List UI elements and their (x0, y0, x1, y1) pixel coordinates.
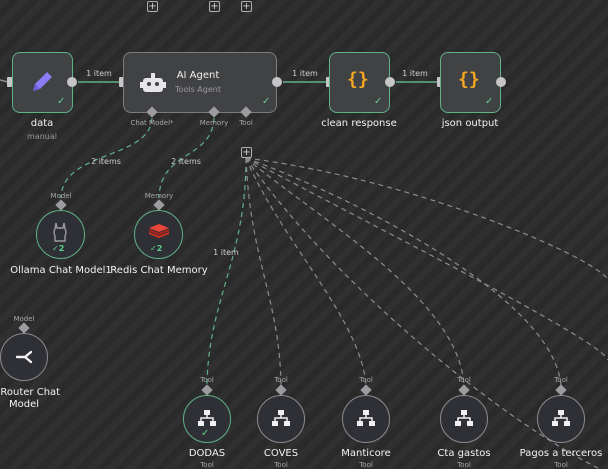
edge-label: 2 items (171, 157, 201, 166)
port-label: Tool (554, 461, 568, 469)
edge-dodas (206, 157, 247, 387)
braces-icon: {} (347, 69, 369, 90)
success-check-icon: ✓ (201, 428, 210, 439)
edge-coves (245, 157, 282, 387)
input-port[interactable] (326, 77, 331, 87)
node-title: Manticore (341, 448, 391, 459)
node-title: enRouter Chat (0, 387, 61, 398)
add-node-button[interactable]: + (147, 1, 158, 12)
node-title: json output (441, 118, 499, 129)
output-port[interactable] (272, 77, 282, 87)
input-port[interactable] (7, 77, 12, 87)
success-check-icon: ✓ (57, 96, 66, 107)
node-title: clean response (321, 118, 397, 129)
output-port[interactable] (496, 77, 506, 87)
edge-redis (158, 117, 215, 199)
node-cta-gastos[interactable] (440, 395, 488, 443)
edge-label: 1 item (402, 69, 428, 78)
success-check-icon: ✓ (262, 96, 271, 107)
success-check-icon: ✓ (485, 96, 494, 107)
node-clean-response[interactable]: {} ✓ (329, 52, 390, 113)
node-coves[interactable] (257, 395, 305, 443)
edge-cta (245, 157, 465, 387)
port-label: Model (13, 315, 35, 323)
sitemap-icon (455, 410, 473, 426)
port-label: Tool (239, 119, 253, 127)
node-title: AI Agent (176, 70, 220, 81)
edge-offscreen-2 (245, 157, 608, 361)
robot-icon (140, 73, 166, 92)
add-node-button[interactable]: + (209, 1, 220, 12)
add-node-button[interactable]: + (241, 1, 252, 12)
port-label: Tool (457, 376, 471, 384)
node-title: data (30, 118, 54, 129)
port-label: Tool (274, 376, 288, 384)
port-label: Model (50, 192, 72, 200)
run-count-badge: ✓2 (150, 244, 163, 253)
edge-label: 2 items (91, 157, 121, 166)
edge-manticore (245, 157, 367, 387)
edge-label: 1 item (86, 69, 112, 78)
port-label: Tool (359, 376, 373, 384)
node-json-output[interactable]: {} ✓ (440, 52, 501, 113)
success-check-icon: ✓ (374, 96, 383, 107)
edge-ollama (60, 117, 153, 199)
node-title: Model (8, 399, 40, 410)
port-label: Memory (144, 192, 174, 200)
add-tool-button[interactable]: + (241, 147, 252, 158)
sitemap-icon (272, 410, 290, 426)
port-label: Tool (200, 461, 214, 469)
edge-label: 1 item (292, 69, 318, 78)
port-label: Tool (554, 376, 568, 384)
run-count-badge: ✓2 (52, 244, 65, 253)
input-port[interactable] (119, 77, 124, 87)
node-title: Ollama Chat Model1 (10, 265, 112, 276)
node-title: Cta gastos (437, 448, 491, 459)
node-ollama[interactable]: ✓2 (36, 210, 85, 259)
sitemap-icon (198, 410, 216, 426)
port-label: Tool (274, 461, 288, 469)
output-port[interactable] (67, 77, 77, 87)
node-pagos-terceros[interactable] (537, 395, 585, 443)
node-subtitle: Tools Agent (175, 85, 221, 94)
input-port[interactable] (437, 77, 442, 87)
port-label: Tool (457, 461, 471, 469)
node-redis[interactable]: ✓2 (134, 210, 183, 259)
node-title: Pagos a terceros (519, 448, 603, 459)
braces-icon: {} (458, 69, 480, 90)
node-title: COVES (263, 448, 299, 459)
port-label: Tool (200, 376, 214, 384)
port-label: Chat Model* (130, 119, 174, 127)
output-port[interactable] (385, 77, 395, 87)
node-title: Redis Chat Memory (110, 265, 208, 276)
edge-incoming (0, 79, 9, 83)
edge-pagos (245, 157, 562, 387)
edge-offscreen-1 (245, 157, 608, 281)
node-ai-agent[interactable]: ✓ (123, 52, 277, 113)
edge-offscreen-3 (245, 157, 601, 469)
node-title: DODAS (188, 448, 226, 459)
sitemap-icon (357, 410, 375, 426)
port-label: Memory (199, 119, 229, 127)
pencil-icon (33, 72, 52, 91)
node-manticore[interactable] (342, 395, 390, 443)
llama-icon (53, 222, 67, 242)
node-openrouter[interactable] (0, 333, 48, 381)
redis-icon (149, 224, 169, 238)
port-label: Tool (359, 461, 373, 469)
sitemap-icon (552, 410, 570, 426)
edge-label: 1 item (213, 248, 239, 257)
node-dodas[interactable]: ✓ (183, 395, 231, 443)
node-subtitle: manual (27, 132, 57, 141)
node-data[interactable]: ✓ (12, 52, 73, 113)
openrouter-icon (15, 350, 33, 364)
